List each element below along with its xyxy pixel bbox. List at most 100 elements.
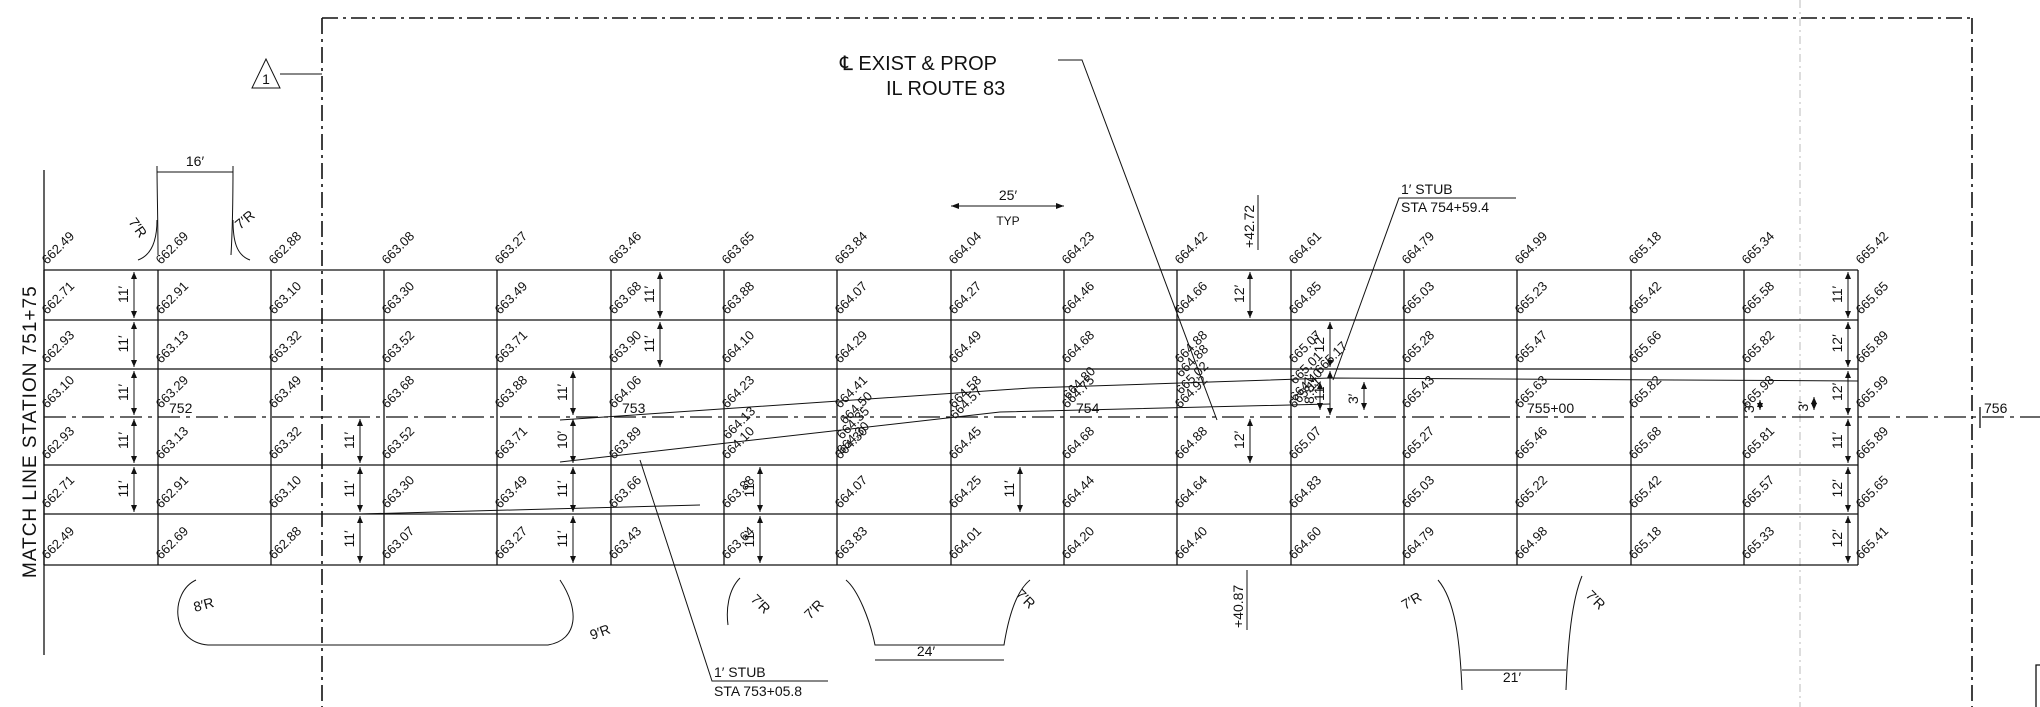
dimension-arrow (357, 516, 363, 523)
offset-top: +42.72 (1241, 195, 1259, 250)
elevation-label: 662.88 (266, 228, 305, 267)
dimension-arrow (1017, 467, 1023, 474)
radius-label-6: 7′R (801, 596, 827, 622)
dimension-arrow (657, 311, 663, 318)
dimension-arrow (1845, 360, 1851, 367)
dimension-arrow (657, 322, 663, 329)
dimension-arrow (131, 419, 137, 426)
dimension-arrow (1845, 516, 1851, 523)
stub-bottom-label-2: STA 753+05.8 (714, 683, 802, 699)
station-label: 755+00 (1527, 400, 1574, 416)
offset-bottom-label: +40.87 (1230, 585, 1246, 628)
lane-width-label: 8.87′ (1301, 374, 1317, 404)
dimension-arrow (357, 419, 363, 426)
lane-width-label: 11′ (641, 335, 657, 353)
lane-width-label: 12′ (1311, 334, 1327, 353)
lane-width-label: 12′ (1829, 479, 1845, 498)
lane-width-dimensions: 11′11′11′11′11′11′11′11′11′11′10′11′11′1… (115, 272, 1851, 563)
dimension-arrow (1845, 272, 1851, 279)
dimension-arrow (1327, 360, 1333, 367)
elevation-label: 663.84 (832, 228, 871, 267)
centerline-label-2: IL ROUTE 83 (886, 78, 1005, 100)
dimension-arrow (1757, 403, 1763, 410)
dimension-arrow (131, 272, 137, 279)
station-label: 754 (1076, 400, 1100, 416)
dimension-arrow (757, 556, 763, 563)
viewport-border (321, 0, 2040, 707)
dimension-arrow (131, 456, 137, 463)
dimension-arrow (131, 322, 137, 329)
station-label: 752 (169, 400, 193, 416)
dimension-arrow (570, 408, 576, 415)
dimension-arrow (131, 467, 137, 474)
revision-marker: 1 (251, 57, 322, 89)
stub-top-label-2: STA 754+59.4 (1401, 199, 1489, 215)
typ-dimension-label: 25′ (999, 187, 1018, 203)
dimension-arrow (1845, 419, 1851, 426)
dimension-arrow (1845, 556, 1851, 563)
dimension-arrow (1845, 467, 1851, 474)
lane-width-label: 11′ (1829, 285, 1845, 303)
lane-grid (43, 269, 2040, 566)
dimension-arrow (357, 556, 363, 563)
lane-width-label: 11′ (115, 335, 131, 353)
dimension-arrow (1811, 403, 1817, 410)
dimension-arrow (1845, 311, 1851, 318)
lane-width-label: 11′ (1829, 431, 1845, 449)
curb-return-bottom-left: 8′R 9′R (177, 579, 613, 646)
match-line: MATCH LINE STATION 751+75 (20, 170, 45, 655)
station-label: 756 (1984, 400, 2008, 416)
dimension-arrow (570, 419, 576, 426)
radius-label-7: 7′R (1013, 586, 1039, 612)
lane-width-label: 11′ (115, 431, 131, 449)
lane-width-label: 11′ (741, 480, 757, 498)
width-21-label: 21′ (1503, 669, 1522, 685)
dimension-arrow (1017, 505, 1023, 512)
dimension-arrow (1845, 456, 1851, 463)
dimension-arrow (131, 408, 137, 415)
dimension-arrow (1361, 382, 1367, 389)
width-16-label: 16′ (186, 153, 205, 169)
dimension-arrow (1845, 371, 1851, 378)
dimension-arrow (357, 467, 363, 474)
lane-width-label: 3′ (1345, 393, 1361, 404)
dimension-arrow (131, 311, 137, 318)
lane-width-label: 11′ (341, 480, 357, 498)
dimension-arrow (657, 272, 663, 279)
lane-width-label: 3′ (1741, 402, 1757, 413)
dimension-arrow (131, 371, 137, 378)
elevation-label: 664.79 (1399, 228, 1438, 267)
lane-width-label: 11′ (554, 383, 570, 401)
dimension-arrow (1845, 408, 1851, 415)
driveway-top-left: 16′ 7′R 7′R (126, 153, 258, 261)
lane-width-label: 11′ (115, 480, 131, 498)
elevation-label: 664.61 (1286, 228, 1325, 267)
lane-width-label: 12′ (1829, 529, 1845, 548)
driveway-bottom-right: 21′ 7′R 7′R (1399, 575, 1609, 691)
lane-width-label: 12′ (1829, 382, 1845, 401)
dimension-arrow (1247, 272, 1253, 279)
elevation-label: 664.23 (1059, 228, 1098, 267)
dimension-arrow (570, 467, 576, 474)
elevation-label: 663.65 (719, 228, 758, 267)
radius-label-9: 7′R (1583, 587, 1609, 613)
match-line-label: MATCH LINE STATION 751+75 (20, 285, 41, 578)
revision-marker-number: 1 (262, 71, 270, 87)
dimension-arrow (570, 456, 576, 463)
dimension-arrow (757, 505, 763, 512)
radius-label-3: 8′R (192, 594, 216, 615)
centerline-label-1: ℄ EXIST & PROP (839, 53, 997, 75)
stub-top: 1′ STUB STA 754+59.4 (1332, 181, 1516, 381)
dimension-arrow (1327, 408, 1333, 415)
lane-width-label: 11′ (741, 530, 757, 548)
dimension-arrow (1247, 456, 1253, 463)
dimension-arrow (570, 516, 576, 523)
dimension-arrow (1845, 505, 1851, 512)
stub-bottom: 1′ STUB STA 753+05.8 (639, 459, 828, 699)
elevation-label: 665.34 (1739, 228, 1778, 267)
radius-label-4: 9′R (588, 621, 613, 643)
elevation-label: 665.42 (1853, 228, 1892, 267)
elevation-label: 663.27 (492, 228, 531, 267)
dimension-arrow (570, 505, 576, 512)
